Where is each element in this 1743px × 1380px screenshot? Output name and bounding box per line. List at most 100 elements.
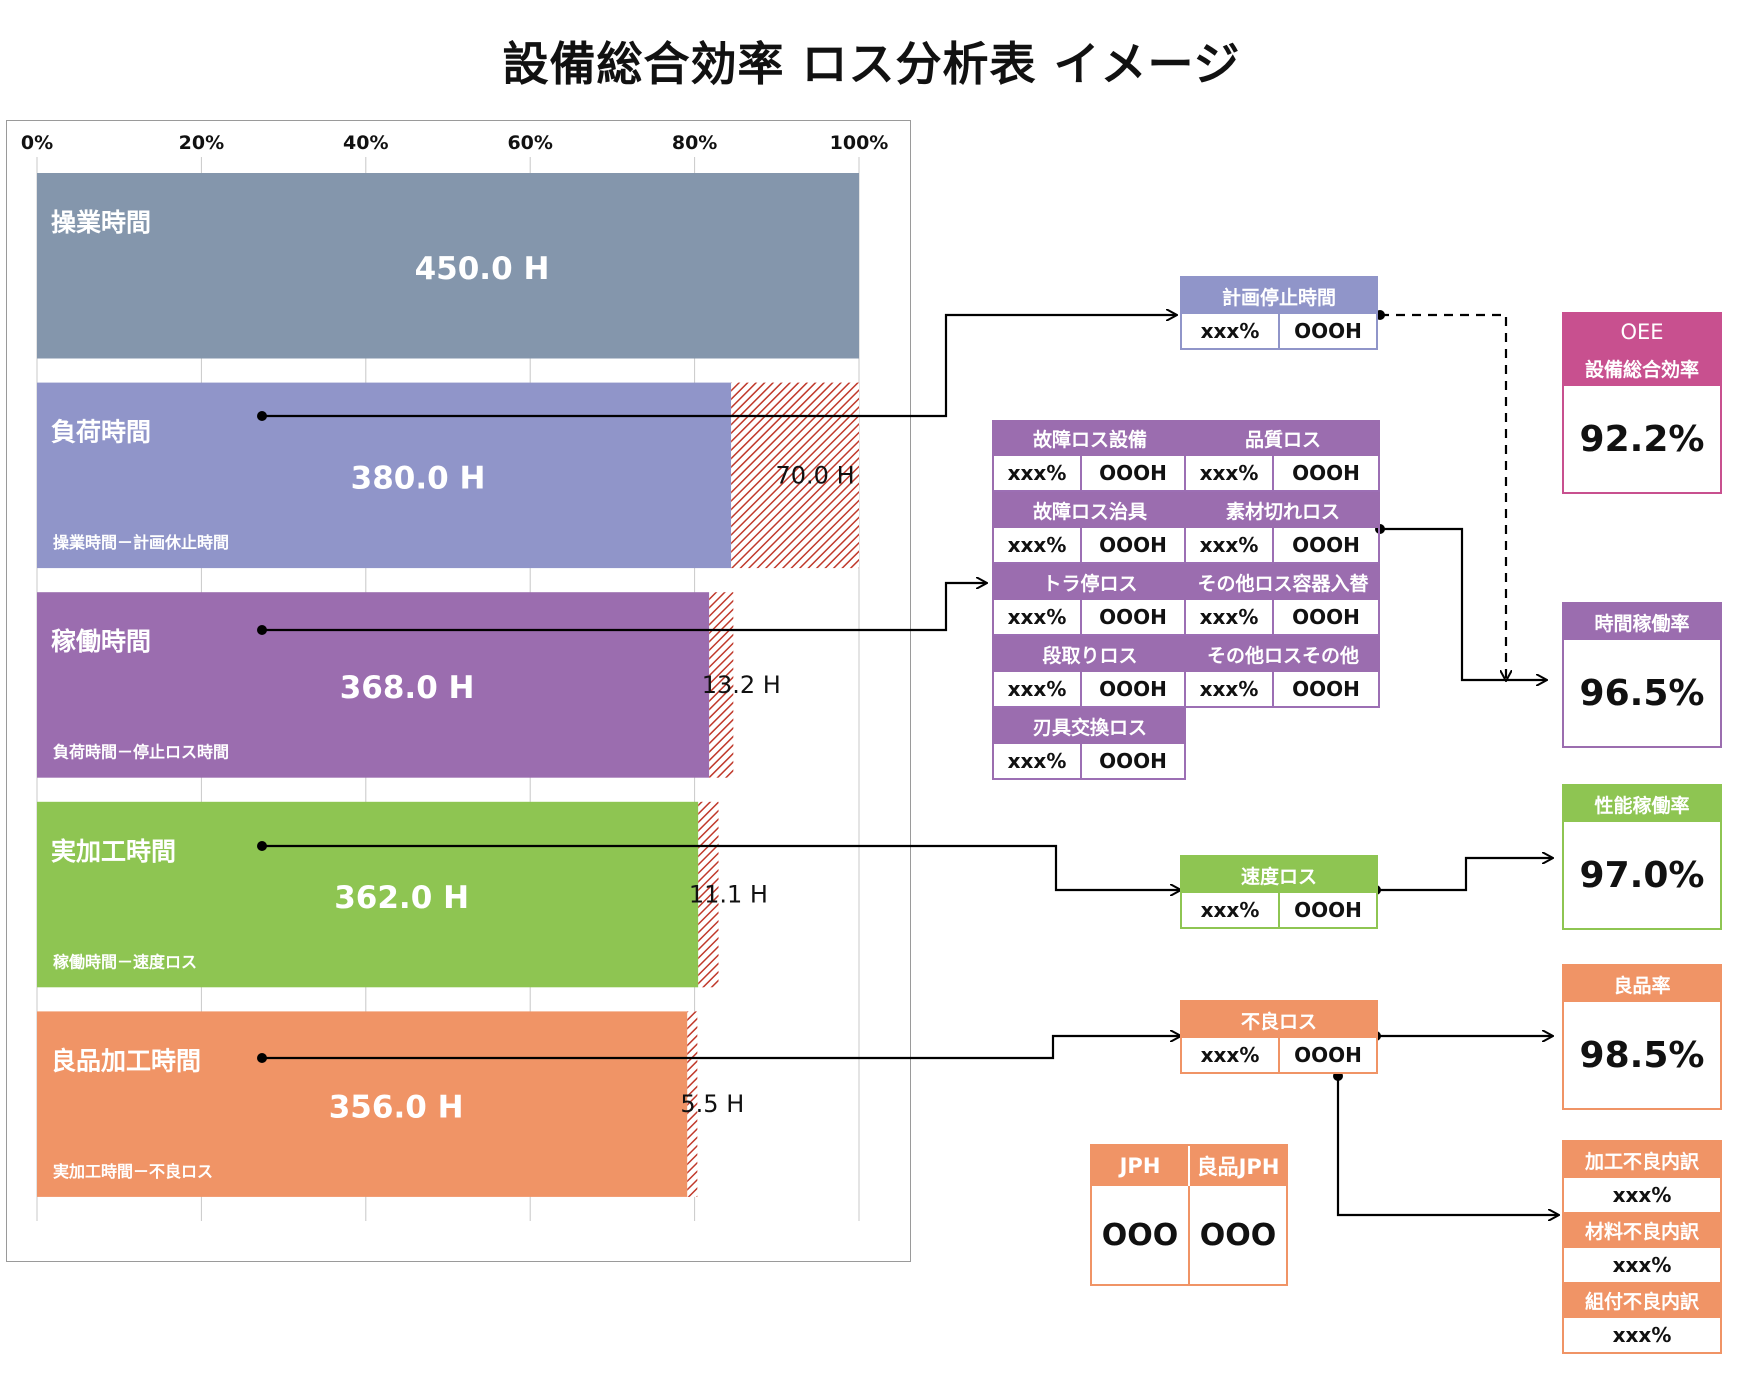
loss-value-label: 5.5 H <box>680 1090 744 1118</box>
stop-loss-hours: OOOH <box>1274 672 1380 708</box>
yield-rate-value: 98.5% <box>1579 1034 1705 1076</box>
stop-loss-pct: xxx% <box>1186 600 1274 636</box>
time-rate-title: 時間稼働率 <box>1564 604 1720 640</box>
x-tick-label: 80% <box>672 132 717 154</box>
bar-value-label: 368.0 H <box>340 670 475 706</box>
stop-loss-title: 故障ロス治具 <box>994 492 1186 528</box>
connector-plan-stop-to-time-rate <box>1380 313 1506 680</box>
yield-rate-box: 良品率 98.5% <box>1562 964 1722 1110</box>
stop-loss-pct: xxx% <box>1186 528 1274 564</box>
perf-rate-title: 性能稼働率 <box>1564 786 1720 822</box>
stop-loss-pct: xxx% <box>994 528 1082 564</box>
bar-category-label: 負荷時間 <box>51 418 151 447</box>
loss-value-label: 70.0 H <box>776 461 855 489</box>
bar-category-label: 稼働時間 <box>51 627 151 656</box>
bar-formula-label: 稼働時間－速度ロス <box>53 952 197 971</box>
oee-sublabel: 設備総合効率 <box>1564 350 1720 386</box>
connector-speed-loss-to-perf-rate <box>1376 858 1552 892</box>
stop-loss-title: 故障ロス設備 <box>994 420 1186 456</box>
oee-box: OEE 設備総合効率 92.2% <box>1562 312 1722 494</box>
stop-loss-title: その他ロス容器入替 <box>1186 564 1380 600</box>
loss-value-label: 11.1 H <box>689 881 768 909</box>
bar-formula-label: 負荷時間－停止ロス時間 <box>53 743 229 762</box>
bar-category-label: 良品加工時間 <box>51 1046 201 1075</box>
stop-loss-pct: xxx% <box>994 744 1082 780</box>
jph-box: JPH 良品JPH OOO OOO <box>1090 1144 1288 1286</box>
bar-formula-label: 操業時間－計画休止時間 <box>53 533 229 552</box>
breakdown-assembly-value: xxx% <box>1612 1323 1672 1347</box>
bar-formula-label: 実加工時間－不良ロス <box>53 1162 213 1181</box>
plan-stop-title: 計画停止時間 <box>1182 278 1376 314</box>
connector-defect-loss-to-breakdown <box>1336 1076 1558 1215</box>
plan-stop-box: 計画停止時間 xxx% OOOH <box>1180 276 1378 350</box>
stop-loss-title: 素材切れロス <box>1186 492 1380 528</box>
plan-stop-hours: OOOH <box>1294 319 1362 343</box>
breakdown-processing-title: 加工不良内訳 <box>1564 1142 1720 1178</box>
loss-value-label: 13.2 H <box>702 671 781 699</box>
page-title: 設備総合効率 ロス分析表 イメージ <box>502 37 1241 91</box>
good-jph-value: OOO <box>1199 1217 1277 1253</box>
stop-loss-hours: OOOH <box>1274 456 1380 492</box>
bar-value-label: 450.0 H <box>415 251 550 287</box>
time-rate-value: 96.5% <box>1579 672 1705 714</box>
yield-rate-title: 良品率 <box>1564 966 1720 1002</box>
loss-bar-chart: 0% 20% 40% 60% 80% 100% 操業時間 450.0 H 70.0 H 負荷時間 3… <box>21 132 889 1221</box>
time-rate-box: 時間稼働率 96.5% <box>1562 602 1722 748</box>
perf-rate-value: 97.0% <box>1579 854 1705 896</box>
stop-loss-title: 刃具交換ロス <box>994 708 1186 744</box>
defect-loss-title: 不良ロス <box>1182 1002 1376 1038</box>
bar-value-label: 362.0 H <box>334 880 469 916</box>
stop-loss-pct: xxx% <box>994 456 1082 492</box>
defect-loss-box: 不良ロス xxx% OOOH <box>1180 1000 1378 1074</box>
perf-rate-box: 性能稼働率 97.0% <box>1562 784 1722 930</box>
stop-loss-hours: OOOH <box>1082 672 1186 708</box>
breakdown-material-title: 材料不良内訳 <box>1564 1212 1720 1248</box>
plan-stop-pct: xxx% <box>1182 314 1280 348</box>
bar-category-label: 実加工時間 <box>51 837 176 866</box>
stop-loss-pct: xxx% <box>994 600 1082 636</box>
breakdown-material-value: xxx% <box>1612 1253 1672 1277</box>
stop-loss-pct: xxx% <box>1186 672 1274 708</box>
x-tick-label: 0% <box>21 132 53 154</box>
speed-loss-hours: OOOH <box>1294 898 1362 922</box>
stop-loss-hours: OOOH <box>1274 600 1380 636</box>
x-tick-label: 60% <box>507 132 552 154</box>
breakdown-assembly-title: 組付不良内訳 <box>1564 1282 1720 1318</box>
good-jph-title: 良品JPH <box>1196 1155 1280 1179</box>
stop-loss-hours: OOOH <box>1082 456 1186 492</box>
loss-bar <box>687 1011 698 1197</box>
defect-loss-hours: OOOH <box>1294 1043 1362 1067</box>
stop-loss-hours: OOOH <box>1082 744 1186 780</box>
breakdown-processing-value: xxx% <box>1612 1183 1672 1207</box>
jph-title: JPH <box>1092 1146 1190 1186</box>
x-tick-label: 100% <box>830 132 889 154</box>
bar-value-label: 356.0 H <box>329 1089 464 1125</box>
stop-loss-title: その他ロスその他 <box>1186 636 1380 672</box>
chart-frame: 0% 20% 40% 60% 80% 100% 操業時間 450.0 H 70.0 H 負荷時間 3… <box>6 120 911 1262</box>
bar-value-label: 380.0 H <box>351 461 486 497</box>
jph-value: OOO <box>1092 1186 1190 1284</box>
connector-stop-losses-to-time-rate <box>1380 527 1546 680</box>
bar <box>37 801 699 988</box>
stop-loss-pct: xxx% <box>994 672 1082 708</box>
oee-value: 92.2% <box>1579 418 1705 460</box>
bar-category-label: 操業時間 <box>51 208 151 237</box>
x-tick-label: 40% <box>343 132 388 154</box>
speed-loss-pct: xxx% <box>1182 893 1280 927</box>
defect-loss-pct: xxx% <box>1182 1038 1280 1072</box>
defect-breakdown-box: 加工不良内訳 xxx% 材料不良内訳 xxx% 組付不良内訳 xxx% <box>1562 1140 1722 1354</box>
oee-label: OEE <box>1564 314 1720 350</box>
stop-loss-title: トラ停ロス <box>994 564 1186 600</box>
stop-loss-title: 品質ロス <box>1186 420 1380 456</box>
x-tick-label: 20% <box>179 132 224 154</box>
